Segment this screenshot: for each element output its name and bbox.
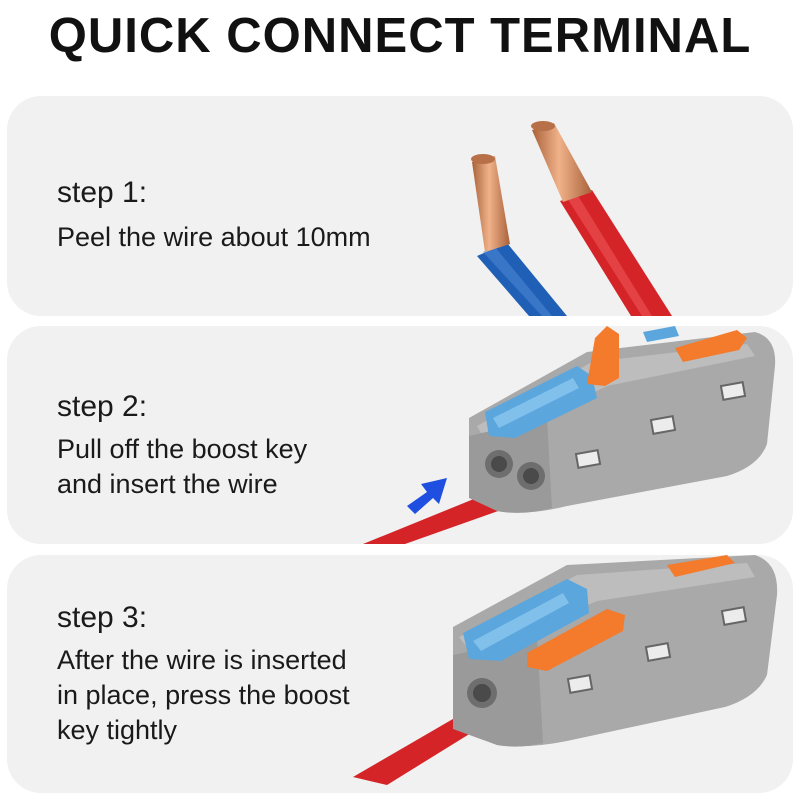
orange-lever: [667, 555, 735, 577]
blue-lever-back: [643, 326, 679, 342]
quick-connect-terminal: [469, 332, 776, 513]
step-3-description-line-3: key tightly: [57, 715, 178, 745]
blue-wire: [477, 243, 567, 316]
orange-lever-raised: [587, 326, 619, 386]
connector-locked-illustration: [353, 555, 778, 785]
step-3-description-line-1: After the wire is inserted: [57, 645, 347, 675]
step-3-card: step 3: After the wire is inserted in pl…: [7, 555, 793, 793]
step-3-description-line-2: in place, press the boost: [57, 680, 350, 710]
stripped-wires-illustration: [471, 121, 672, 316]
blue-lever: [485, 366, 597, 438]
step-2-description-line-2: and insert the wire: [57, 469, 278, 499]
red-wire-copper-tip: [531, 121, 592, 202]
connector-insert-illustration: [363, 326, 776, 544]
blue-wire-copper-tip: [471, 154, 510, 252]
page-title: QUICK CONNECT TERMINAL: [48, 9, 752, 63]
step-2-description-line-1: Pull off the boost key: [57, 434, 308, 464]
red-wire: [560, 190, 672, 316]
step-3-label: step 3:: [57, 601, 148, 634]
step-2-card: step 2: Pull off the boost key and inser…: [7, 326, 793, 544]
step-1-label: step 1:: [57, 176, 148, 209]
step-1-description-line: Peel the wire about 10mm: [57, 222, 371, 252]
red-wire: [363, 492, 501, 544]
insert-arrow-icon: [407, 478, 447, 514]
step-2-label: step 2:: [57, 390, 148, 423]
step-1-card: step 1: Peel the wire about 10mm: [7, 96, 793, 316]
orange-lever: [675, 330, 747, 362]
blue-lever: [463, 579, 589, 661]
orange-lever-pressed: [527, 609, 625, 671]
